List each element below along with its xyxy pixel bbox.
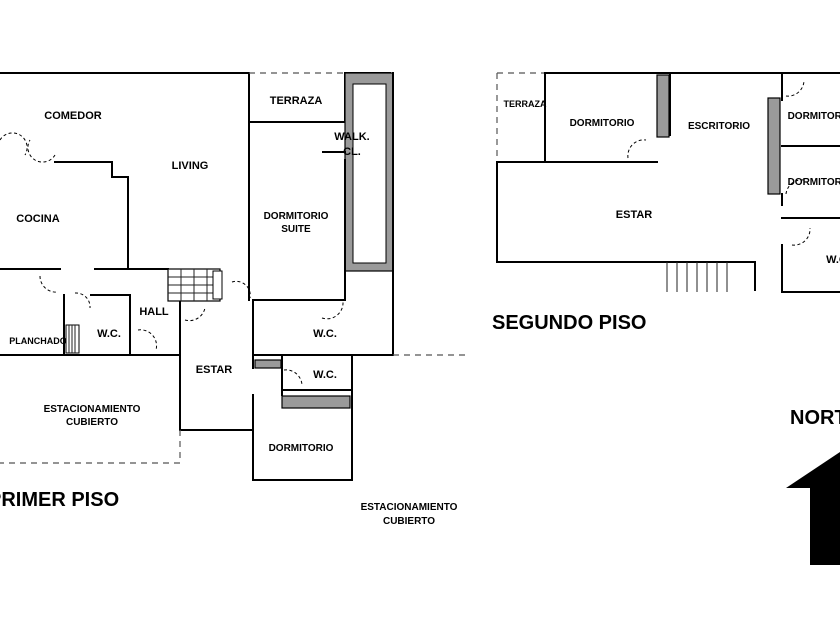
outside-estacionamiento-line1: ESTACIONAMIENTO	[361, 502, 458, 513]
upper-room-dormitorio-3: DORMITORIO	[788, 177, 840, 188]
second-floor-title: SEGUNDO PISO	[492, 312, 646, 334]
upper-room-escritorio: ESCRITORIO	[688, 121, 750, 132]
north-arrow-icon	[786, 452, 840, 565]
upper-room-dormitorio-2: DORMITORIO	[788, 111, 840, 122]
room-dormitorio-suite-line1: DORMITORIO	[264, 211, 329, 222]
north-label: NORTE	[790, 407, 840, 429]
estar-shelf	[254, 359, 282, 369]
upper-room-estar: ESTAR	[616, 209, 653, 221]
room-wc-2: W.C.	[313, 328, 337, 340]
dormitorio-closet-top	[656, 74, 670, 138]
room-cocina: COCINA	[16, 213, 59, 225]
first-floor-plan	[0, 72, 465, 481]
room-hall: HALL	[139, 306, 169, 318]
first-floor-title: PRIMER PISO	[0, 489, 119, 511]
room-wc-1: W.C.	[97, 328, 121, 340]
outside-estacionamiento-line2: CUBIERTO	[383, 516, 435, 527]
upper-room-dormitorio-1: DORMITORIO	[570, 118, 635, 129]
room-estacionamiento-line1: ESTACIONAMIENTO	[44, 404, 141, 415]
upper-room-wc: W.C.	[826, 254, 840, 266]
room-planchado: PLANCHADO	[9, 336, 67, 346]
room-comedor: COMEDOR	[44, 110, 102, 122]
second-floor-plan	[496, 72, 840, 293]
dormitorio-closet	[281, 395, 351, 409]
room-wc-3: W.C.	[313, 369, 337, 381]
room-dormitorio-suite-line2: SUITE	[281, 224, 311, 235]
first-floor-stairs	[167, 268, 223, 302]
dormitorio-closet-right	[767, 97, 781, 195]
room-terraza: TERRAZA	[270, 95, 323, 107]
room-dormitorio: DORMITORIO	[269, 443, 334, 454]
room-estacionamiento-line2: CUBIERTO	[66, 417, 118, 428]
room-walk-closet-line1: WALK.	[334, 131, 369, 143]
room-living: LIVING	[172, 160, 209, 172]
room-estar: ESTAR	[196, 364, 233, 376]
room-walk-closet-line2: CL.	[343, 146, 361, 158]
upper-room-terraza: TERRAZA	[504, 99, 547, 109]
second-floor-stairs	[666, 262, 728, 292]
first-floor-doors	[0, 132, 344, 387]
